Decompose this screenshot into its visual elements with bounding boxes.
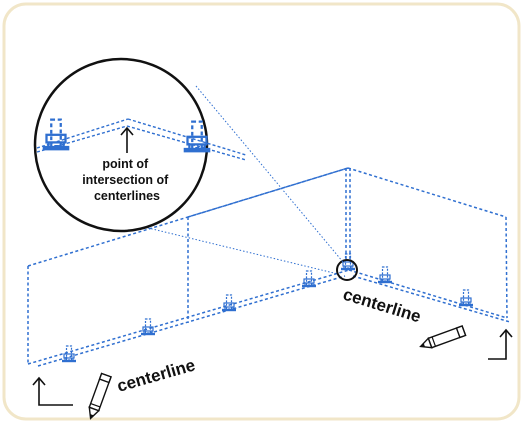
cabinet-outlines [27, 167, 511, 367]
intersection-highlight-circle [336, 259, 358, 281]
magnifier-callout: point of intersection of centerlines [33, 57, 247, 233]
pencil-icon [419, 325, 467, 349]
callout-text-line-2: intersection of [82, 173, 169, 187]
svg-text:point of intersection of: point of intersection of centerlines [82, 157, 172, 203]
pencil-icon [88, 372, 112, 420]
callout-text-line-3: centerlines [94, 189, 160, 203]
callout-text-line-1: point of [102, 157, 149, 171]
